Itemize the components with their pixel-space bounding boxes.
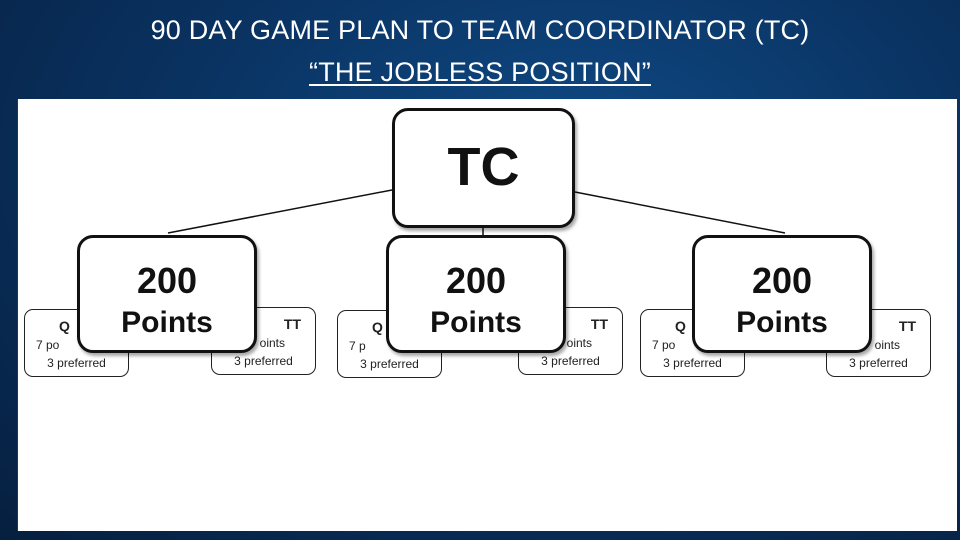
points-label: Points — [736, 306, 828, 339]
slide-subtitle: “THE JOBLESS POSITION” — [309, 57, 651, 87]
points-box-1: 200 Points — [77, 235, 257, 353]
points-label: Points — [430, 306, 522, 339]
tc-label: TC — [447, 137, 520, 197]
slide-title: 90 DAY GAME PLAN TO TEAM COORDINATOR (TC… — [150, 15, 810, 45]
connector-left — [167, 189, 393, 234]
points-box-2: 200 Points — [386, 235, 566, 353]
tc-node: TC — [392, 108, 575, 228]
points-value: 200 — [751, 260, 813, 301]
points-value: 200 — [445, 260, 507, 301]
points-box-3: 200 Points — [692, 235, 872, 353]
connector-right — [574, 191, 786, 234]
points-label: Points — [121, 306, 213, 339]
points-value: 200 — [136, 260, 198, 301]
